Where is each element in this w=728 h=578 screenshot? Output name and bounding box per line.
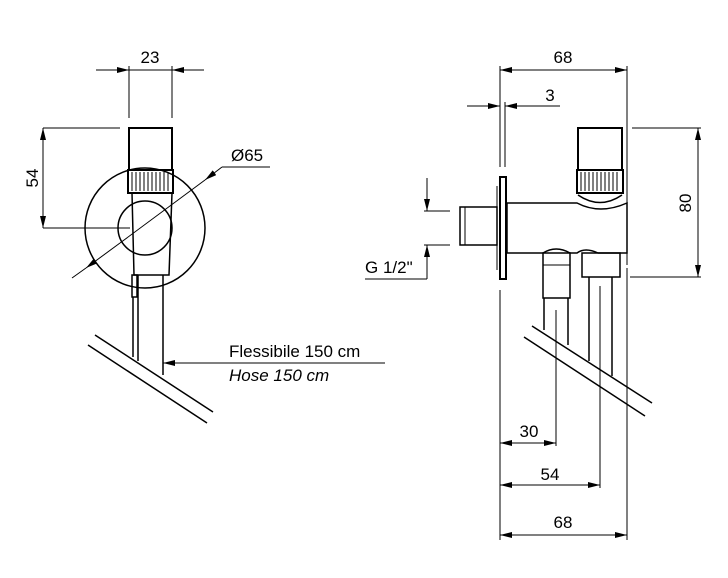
wall-plate [499,176,507,280]
dim-label: 23 [141,48,160,67]
wall-line [87,344,208,424]
dimension-height-80: 80 [630,127,701,278]
dim-label: 54 [23,169,42,188]
knurled-ring [127,169,174,194]
outlet-hose-1 [542,252,571,345]
thread-label: G 1/2" [365,258,413,277]
wall-rosette [84,167,206,289]
dim-label: Ø65 [231,146,263,165]
valve-body [506,201,628,254]
wall-line [531,325,653,404]
wall-line [523,336,646,417]
dim-label: 68 [554,513,573,532]
dimension-diameter-65: Ø65 [71,146,270,279]
hose-label-it: Flessibile 150 cm [229,342,360,361]
dimension-width-23: 23 [96,48,204,118]
handle [128,127,173,171]
outlet-hose-2 [581,252,621,376]
hose-label-en: Hose 150 cm [229,366,329,385]
hose-callout: Flessibile 150 cm Hose 150 cm [163,342,385,385]
dimension-thread: G 1/2" [365,178,450,280]
dimension-plate-3: 3 [467,86,560,167]
dimension-width-68-bottom: 68 [500,513,627,538]
dimension-width-68-top: 68 [499,48,628,265]
dim-label: 68 [554,48,573,67]
dim-label: 54 [541,465,560,484]
dim-label: 80 [676,194,695,213]
dimension-outlet-54: 54 [500,465,600,488]
front-view: 23 54 [23,48,385,424]
valve-hub [117,200,173,256]
dimension-height-54: 54 [23,127,134,229]
dim-label: 3 [545,86,554,105]
dim-label: 30 [520,422,539,441]
handle [577,127,623,171]
hose [131,274,164,375]
threaded-nipple [459,206,498,246]
wall-line [94,334,214,413]
side-view: 68 3 G 1/2" [365,48,701,540]
knurled-ring [576,169,624,204]
dimension-outlet-30: 30 [500,422,556,446]
